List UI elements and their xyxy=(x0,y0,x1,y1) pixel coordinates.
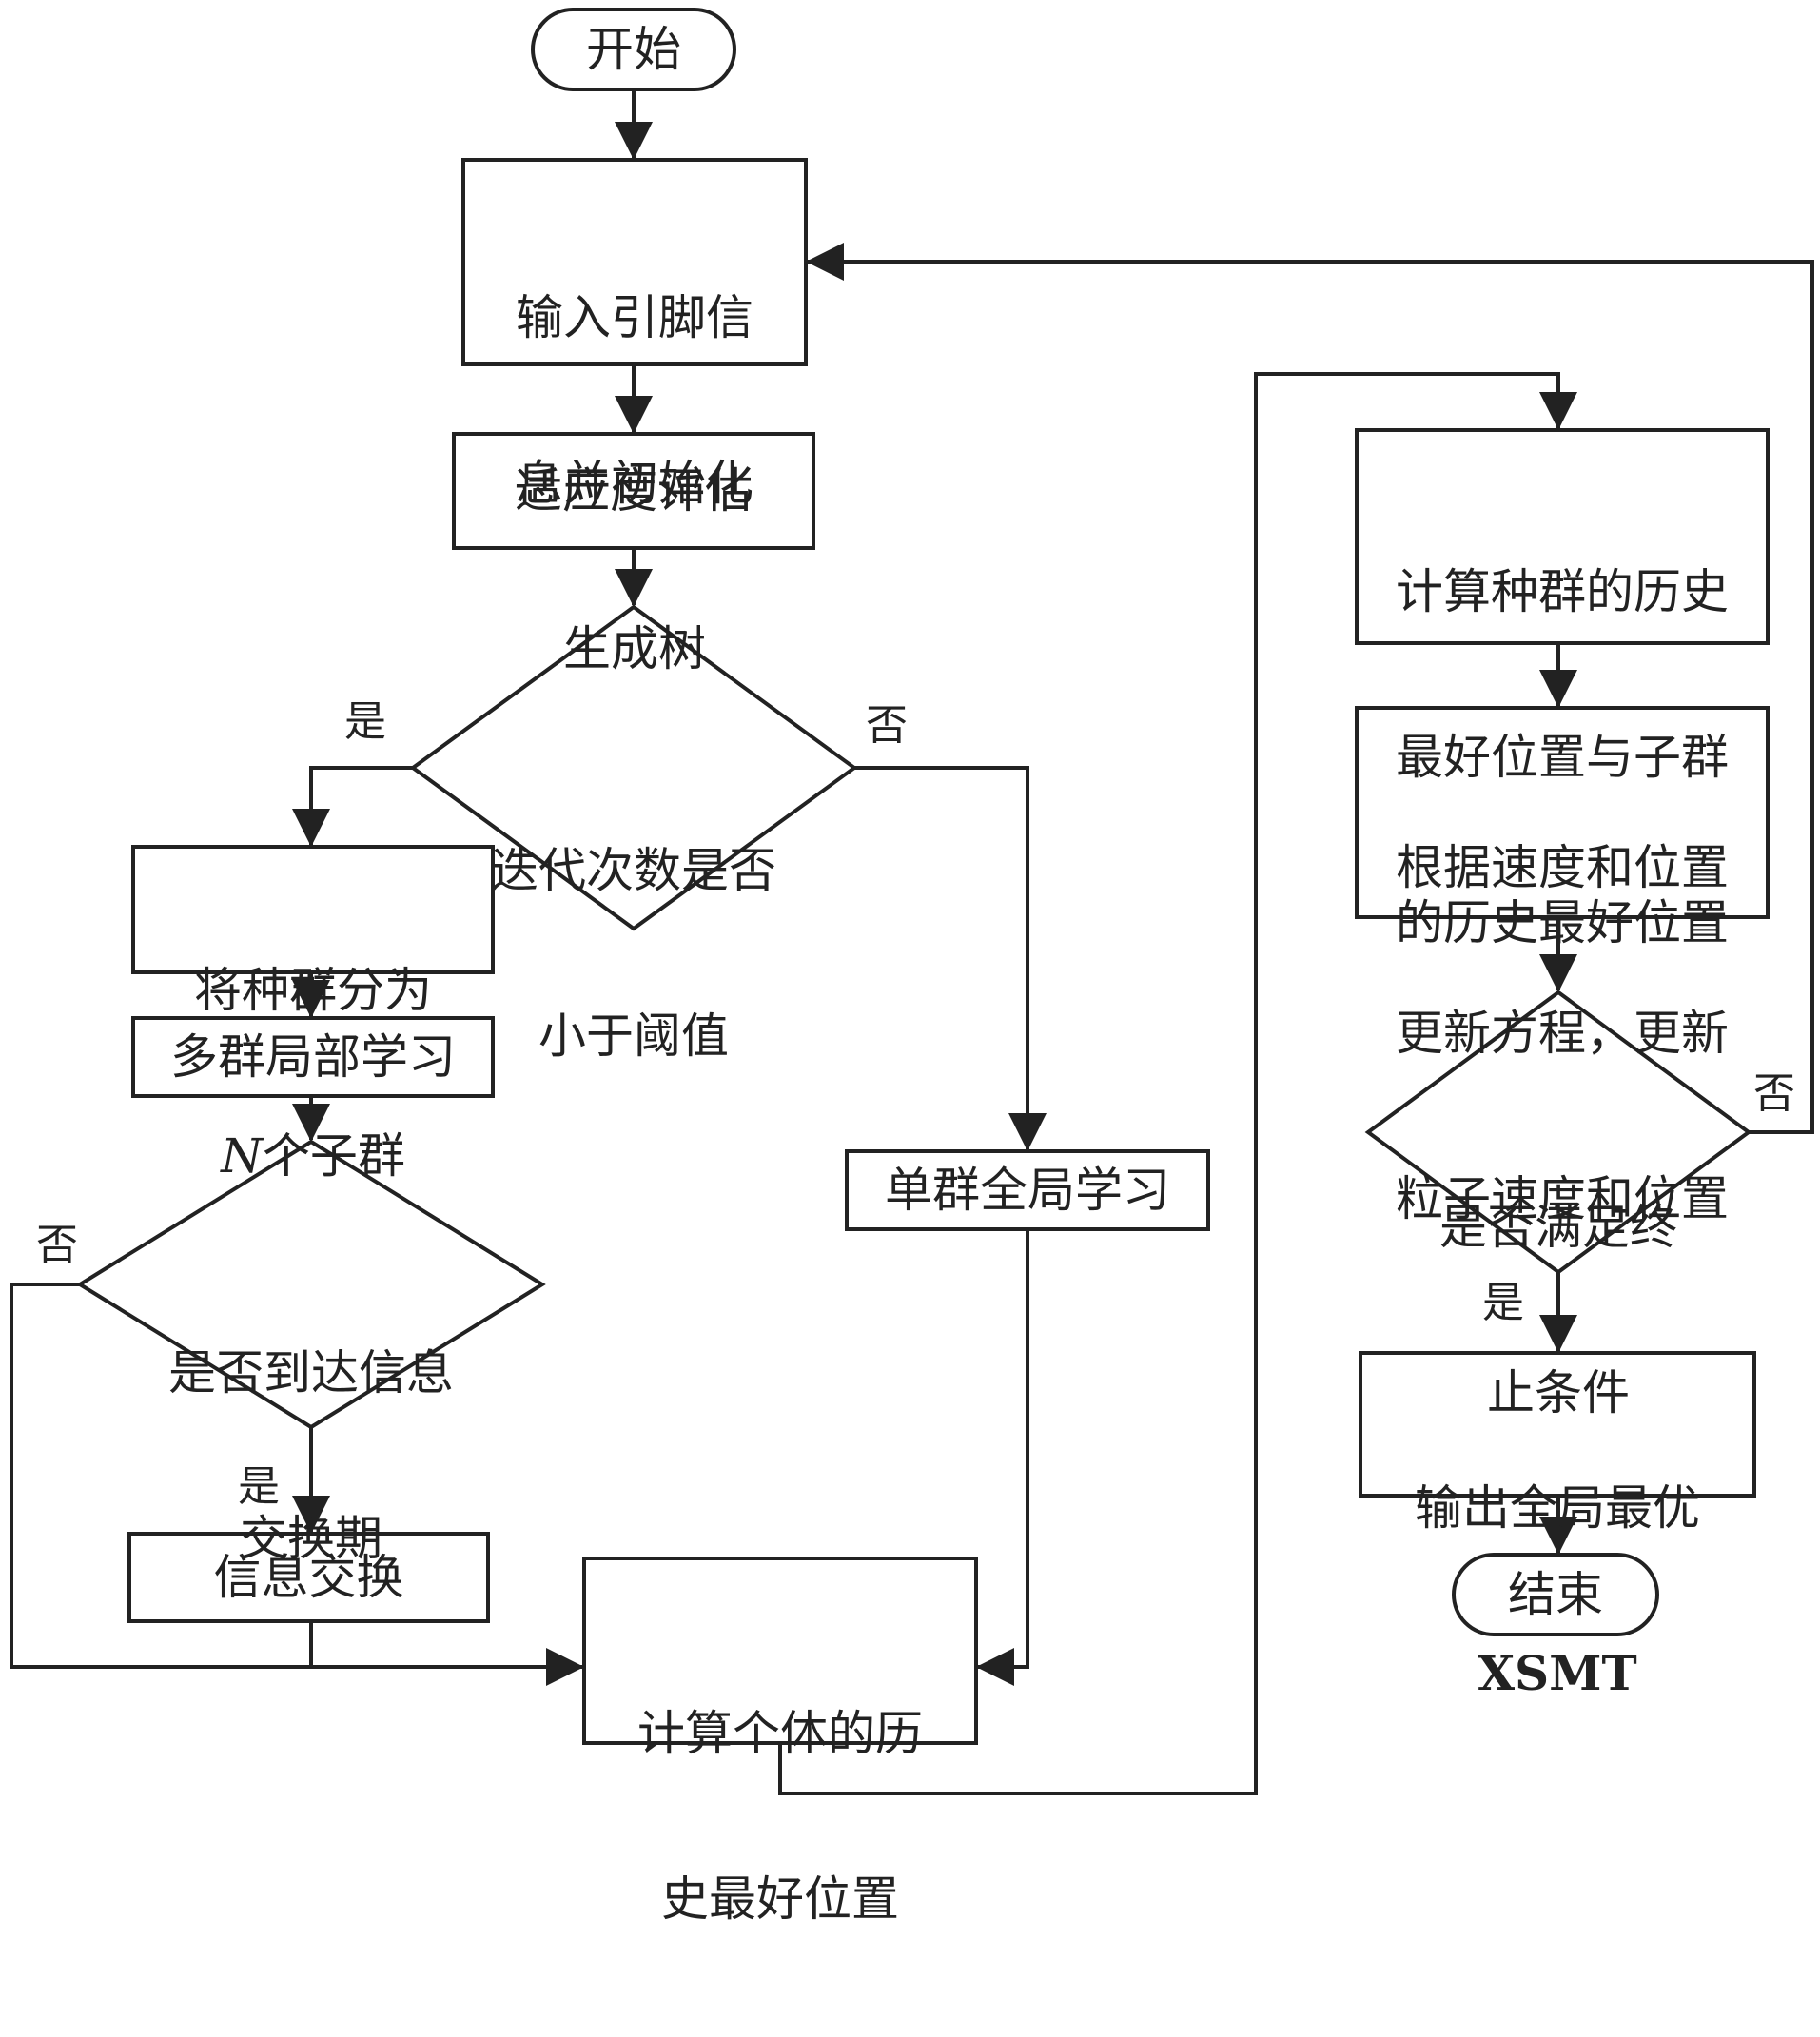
edge-iter-yes xyxy=(292,766,415,847)
term-decision-line-2: 止条件 xyxy=(1487,1365,1630,1420)
input-line-1: 输入引脚信 xyxy=(516,290,753,345)
iter-decision-line-2: 小于阈值 xyxy=(538,1009,729,1064)
flowchart-lines xyxy=(10,8,1814,1795)
iter-no-label: 否 xyxy=(866,701,908,750)
population-best-text: 计算种群的历史 最好位置与子群 的历史最好位置 xyxy=(1357,454,1768,1061)
fitness-text: 适应度评估 xyxy=(515,463,753,519)
personal-best-line-1: 计算个体的历 xyxy=(637,1706,923,1761)
edge-info-no xyxy=(10,1283,584,1686)
info-decision-line-1: 是否到达信息 xyxy=(168,1345,454,1400)
iteration-decision xyxy=(409,604,858,931)
population-best-line-2: 最好位置与子群 xyxy=(1396,730,1729,785)
edge-iter-no xyxy=(852,766,1047,1151)
edge-personal-population xyxy=(778,372,1577,1795)
input-line-3: 生成树 xyxy=(563,621,706,676)
split-n: N xyxy=(221,1128,263,1184)
split-line-2: N个子群 xyxy=(133,1128,493,1184)
term-decision-text: 是否满足终 止条件 xyxy=(1368,1089,1749,1531)
iter-decision-line-1: 迭代次数是否 xyxy=(491,843,776,898)
population-best-line-3: 的历史最好位置 xyxy=(1396,895,1729,950)
personal-best-text: 计算个体的历 史最好位置 xyxy=(584,1596,976,2037)
output-text: 输出全局最优 XSMT xyxy=(1360,1370,1754,1812)
population-best-box xyxy=(1355,428,1770,645)
update-text: 根据速度和位置 更新方程，更新 粒子速度和位置 xyxy=(1357,730,1768,1337)
term-no-label: 否 xyxy=(1753,1069,1795,1118)
info-exchange-box xyxy=(127,1532,490,1623)
single-global-text: 单群全局学习 xyxy=(885,1163,1170,1218)
info-yes-label: 是 xyxy=(238,1462,280,1511)
edge-single-personal xyxy=(976,1227,1029,1686)
update-line-1: 根据速度和位置 xyxy=(1396,840,1729,895)
info-exchange-text: 信息交换 xyxy=(213,1550,404,1605)
update-box xyxy=(1355,706,1770,919)
iter-decision-text: 迭代次数是否 小于阈值 xyxy=(413,733,854,1174)
output-line-1: 输出全局最优 xyxy=(1415,1480,1700,1536)
flowchart: 开始 输入引脚信 息并初始化 生成树 适应度评估 迭代次数是否 小于阈值 将种群… xyxy=(10,8,1814,1927)
personal-best-line-2: 史最好位置 xyxy=(661,1871,899,1927)
split-suffix: 个子群 xyxy=(262,1128,405,1184)
start-text: 开始 xyxy=(586,22,681,77)
update-line-2: 更新方程，更新 xyxy=(1396,1006,1729,1061)
term-decision-line-1: 是否满足终 xyxy=(1439,1200,1677,1255)
output-line-2: XSMT xyxy=(1478,1645,1637,1701)
edge-term-no xyxy=(806,243,1814,1134)
input-text: 输入引脚信 息并初始化 生成树 xyxy=(463,180,806,787)
split-text: 将种群分为 N个子群 xyxy=(133,852,493,1294)
population-best-line-1: 计算种群的历史 xyxy=(1396,564,1729,619)
info-decision-text: 是否到达信息 交换期 xyxy=(80,1235,542,1676)
multi-local-text: 多群局部学习 xyxy=(170,1029,456,1085)
split-line-1: 将种群分为 xyxy=(194,963,432,1018)
term-yes-label: 是 xyxy=(1482,1279,1524,1327)
end-terminal xyxy=(1452,1553,1659,1636)
end-text: 结束 xyxy=(1508,1567,1603,1622)
input-line-2: 息并初始化 xyxy=(516,456,753,511)
iter-yes-label: 是 xyxy=(344,697,386,746)
info-no-label: 否 xyxy=(36,1221,78,1269)
update-line-3: 粒子速度和位置 xyxy=(1396,1171,1729,1226)
info-decision-line-2: 交换期 xyxy=(240,1511,382,1566)
